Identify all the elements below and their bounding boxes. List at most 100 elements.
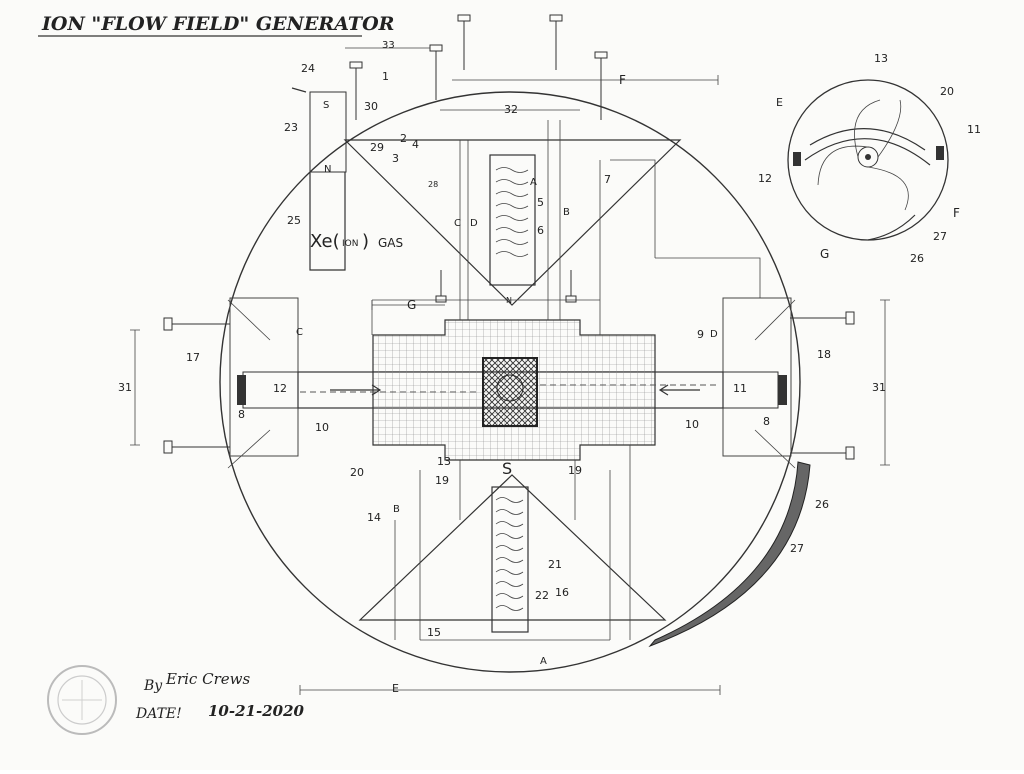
- main-housing-circle: [219, 91, 801, 673]
- date-value: 10-21-2020: [208, 702, 305, 720]
- dim-label-e: E: [392, 682, 399, 695]
- flow-arrow-right: [658, 384, 700, 396]
- dimension-lines: [130, 47, 890, 695]
- dim-label-f: F: [619, 73, 626, 87]
- gas-text: GAS: [378, 236, 403, 250]
- inset-11: 11: [967, 123, 981, 136]
- part-1: 1: [382, 70, 389, 83]
- label-d-top: D: [470, 218, 478, 229]
- part-17: 17: [186, 351, 200, 364]
- label-c-left: C: [296, 327, 303, 338]
- part-13: 13: [437, 455, 451, 468]
- left-tube-12: [242, 371, 299, 409]
- part-20: 20: [350, 466, 364, 479]
- close-paren: ): [362, 231, 369, 252]
- part-23: 23: [284, 121, 298, 134]
- part-28: 28: [428, 180, 438, 189]
- bottom-coil-winding: [495, 497, 524, 611]
- part-10-right: 10: [685, 418, 699, 431]
- label-b-top: B: [563, 207, 570, 218]
- part-26: 26: [815, 498, 829, 511]
- central-ion-core: [482, 357, 538, 427]
- inset-e: E: [776, 96, 783, 109]
- part-4: 4: [412, 138, 419, 151]
- part-10-left: 10: [315, 421, 329, 434]
- inset-diagram: [787, 79, 949, 241]
- bottom-coil-housing: [491, 486, 529, 633]
- part-19-right: 19: [568, 464, 582, 477]
- inset-27: 27: [933, 230, 947, 243]
- outer-shell-27: [648, 461, 811, 648]
- signature-by: By: [143, 678, 163, 694]
- signature-name: Eric Crews: [165, 670, 250, 688]
- dim-label-31-left: 31: [118, 381, 132, 394]
- left-dark-cap: [237, 375, 246, 405]
- label-d-right: D: [710, 329, 718, 340]
- part-22: 22: [535, 589, 549, 602]
- part-21: 21: [548, 558, 562, 571]
- top-coil-housing: [489, 154, 536, 286]
- inset-g: G: [820, 247, 829, 261]
- right-dark-cap: [778, 375, 787, 405]
- xe-gas-label: Xe( ION ) GAS: [310, 231, 403, 252]
- diagram-title: ION "FLOW FIELD" GENERATOR: [41, 13, 394, 35]
- part-8-left: 8: [238, 408, 245, 421]
- flow-arrow-left: [330, 384, 382, 396]
- date-label: DATE!: [135, 706, 182, 722]
- part-18: 18: [817, 348, 831, 361]
- ion-flow-dashes: [300, 384, 720, 393]
- label-b-bottom: B: [393, 504, 400, 515]
- part-2: 2: [400, 132, 407, 145]
- part-24: 24: [301, 62, 315, 75]
- inset-13: 13: [874, 52, 888, 65]
- dim-label-32: 32: [504, 103, 518, 116]
- label-a-bottom: A: [540, 656, 547, 667]
- magnet-n-core: N: [506, 296, 512, 305]
- part-9: 9: [697, 328, 704, 341]
- part-number-labels: 1 2 3 4 5 6 7 8 8 9 10 10 11 12 13 14 15…: [186, 62, 831, 639]
- inset-labels: 13 20 11 12 E F G 26 27: [758, 52, 981, 265]
- part-14: 14: [367, 511, 381, 524]
- part-6: 6: [537, 224, 544, 237]
- ion-text: ION: [342, 239, 358, 249]
- part-30: 30: [364, 100, 378, 113]
- label-c-top: C: [454, 218, 461, 229]
- part-15: 15: [427, 626, 441, 639]
- inset-20: 20: [940, 85, 954, 98]
- inset-26: 26: [910, 252, 924, 265]
- bottom-triangle: [358, 474, 667, 621]
- dim-label-g: G: [407, 298, 416, 312]
- part-25: 25: [287, 214, 301, 227]
- wiring-traces: [371, 120, 761, 641]
- left-wing-lines: [227, 299, 271, 469]
- magnet-s-center: S: [502, 459, 512, 478]
- magnet-n-label: N: [324, 164, 331, 175]
- part-27: 27: [790, 542, 804, 555]
- notary-seal: [47, 665, 117, 735]
- magnet-s-label: S: [323, 100, 329, 111]
- part-7: 7: [604, 173, 611, 186]
- label-a-top: A: [530, 177, 537, 188]
- part-19-left: 19: [435, 474, 449, 487]
- part-5: 5: [537, 196, 544, 209]
- part-3: 3: [392, 152, 399, 165]
- dim-label-31-right: 31: [872, 381, 886, 394]
- inset-12: 12: [758, 172, 772, 185]
- dim-label-33: 33: [382, 40, 395, 51]
- top-coil-winding: [495, 167, 529, 257]
- core-orbit: [496, 374, 524, 402]
- part-11: 11: [733, 382, 747, 395]
- magnet-24-edge: [291, 87, 307, 93]
- part-12: 12: [273, 382, 287, 395]
- part-8-right: 8: [763, 415, 770, 428]
- right-wing-lines: [754, 299, 796, 469]
- magnet-block-23: [309, 91, 347, 173]
- gas-cylinder-25: [309, 172, 346, 271]
- inset-f: F: [953, 206, 960, 220]
- right-tube-11: [722, 371, 779, 409]
- top-triangle: [343, 139, 682, 306]
- part-29: 29: [370, 141, 384, 154]
- part-16: 16: [555, 586, 569, 599]
